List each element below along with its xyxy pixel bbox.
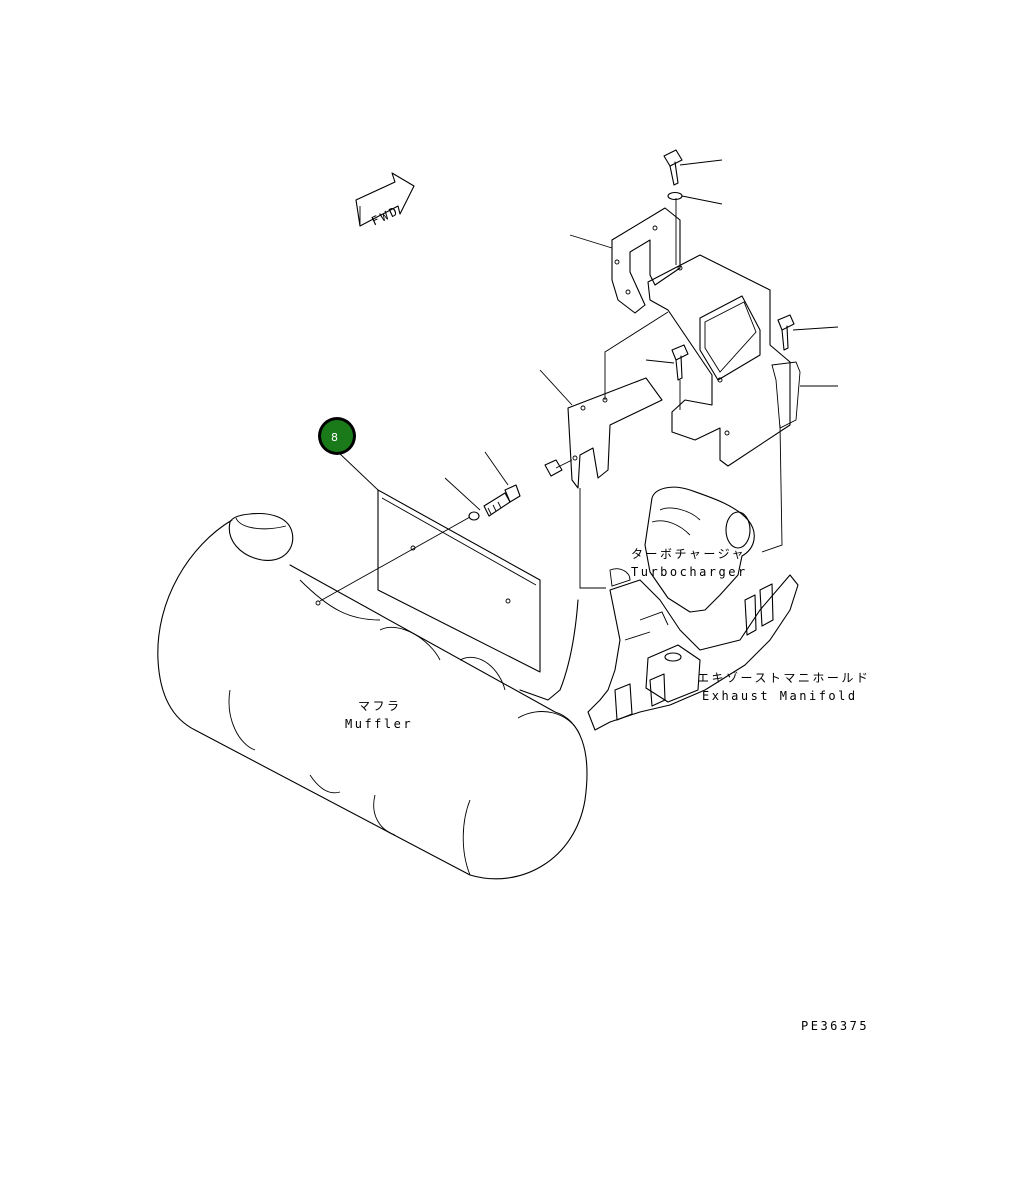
turbocharger-label-jp: ターボチャージャ xyxy=(631,547,746,561)
muffler-label-jp: マフラ xyxy=(358,699,402,713)
turbocharger-label-en: Turbocharger xyxy=(631,565,748,579)
manifold-label-jp: エキゾーストマニホールド xyxy=(697,671,870,685)
bracket-bolts xyxy=(645,149,839,387)
muffler-label-en: Muffler xyxy=(345,717,413,731)
muffler: マフラ Muffler xyxy=(157,512,588,880)
callout-8[interactable]: 8 xyxy=(318,417,379,491)
upper-bracket xyxy=(569,207,681,314)
callout-number-8: 8 xyxy=(331,431,338,444)
fwd-arrow: FWD xyxy=(355,172,415,228)
drawing-code: PE36375 xyxy=(801,1019,869,1033)
insulator-plate xyxy=(315,489,541,673)
plate-bolt xyxy=(444,451,521,521)
alignment-lines xyxy=(555,198,783,589)
turbocharger: ターボチャージャ Turbocharger xyxy=(609,486,755,613)
main-shield xyxy=(647,254,801,467)
left-bracket xyxy=(539,369,663,489)
manifold-label-en: Exhaust Manifold xyxy=(702,689,858,703)
exhaust-manifold: エキゾーストマニホールド Exhaust Manifold xyxy=(519,574,870,731)
fwd-label: FWD xyxy=(369,203,401,228)
